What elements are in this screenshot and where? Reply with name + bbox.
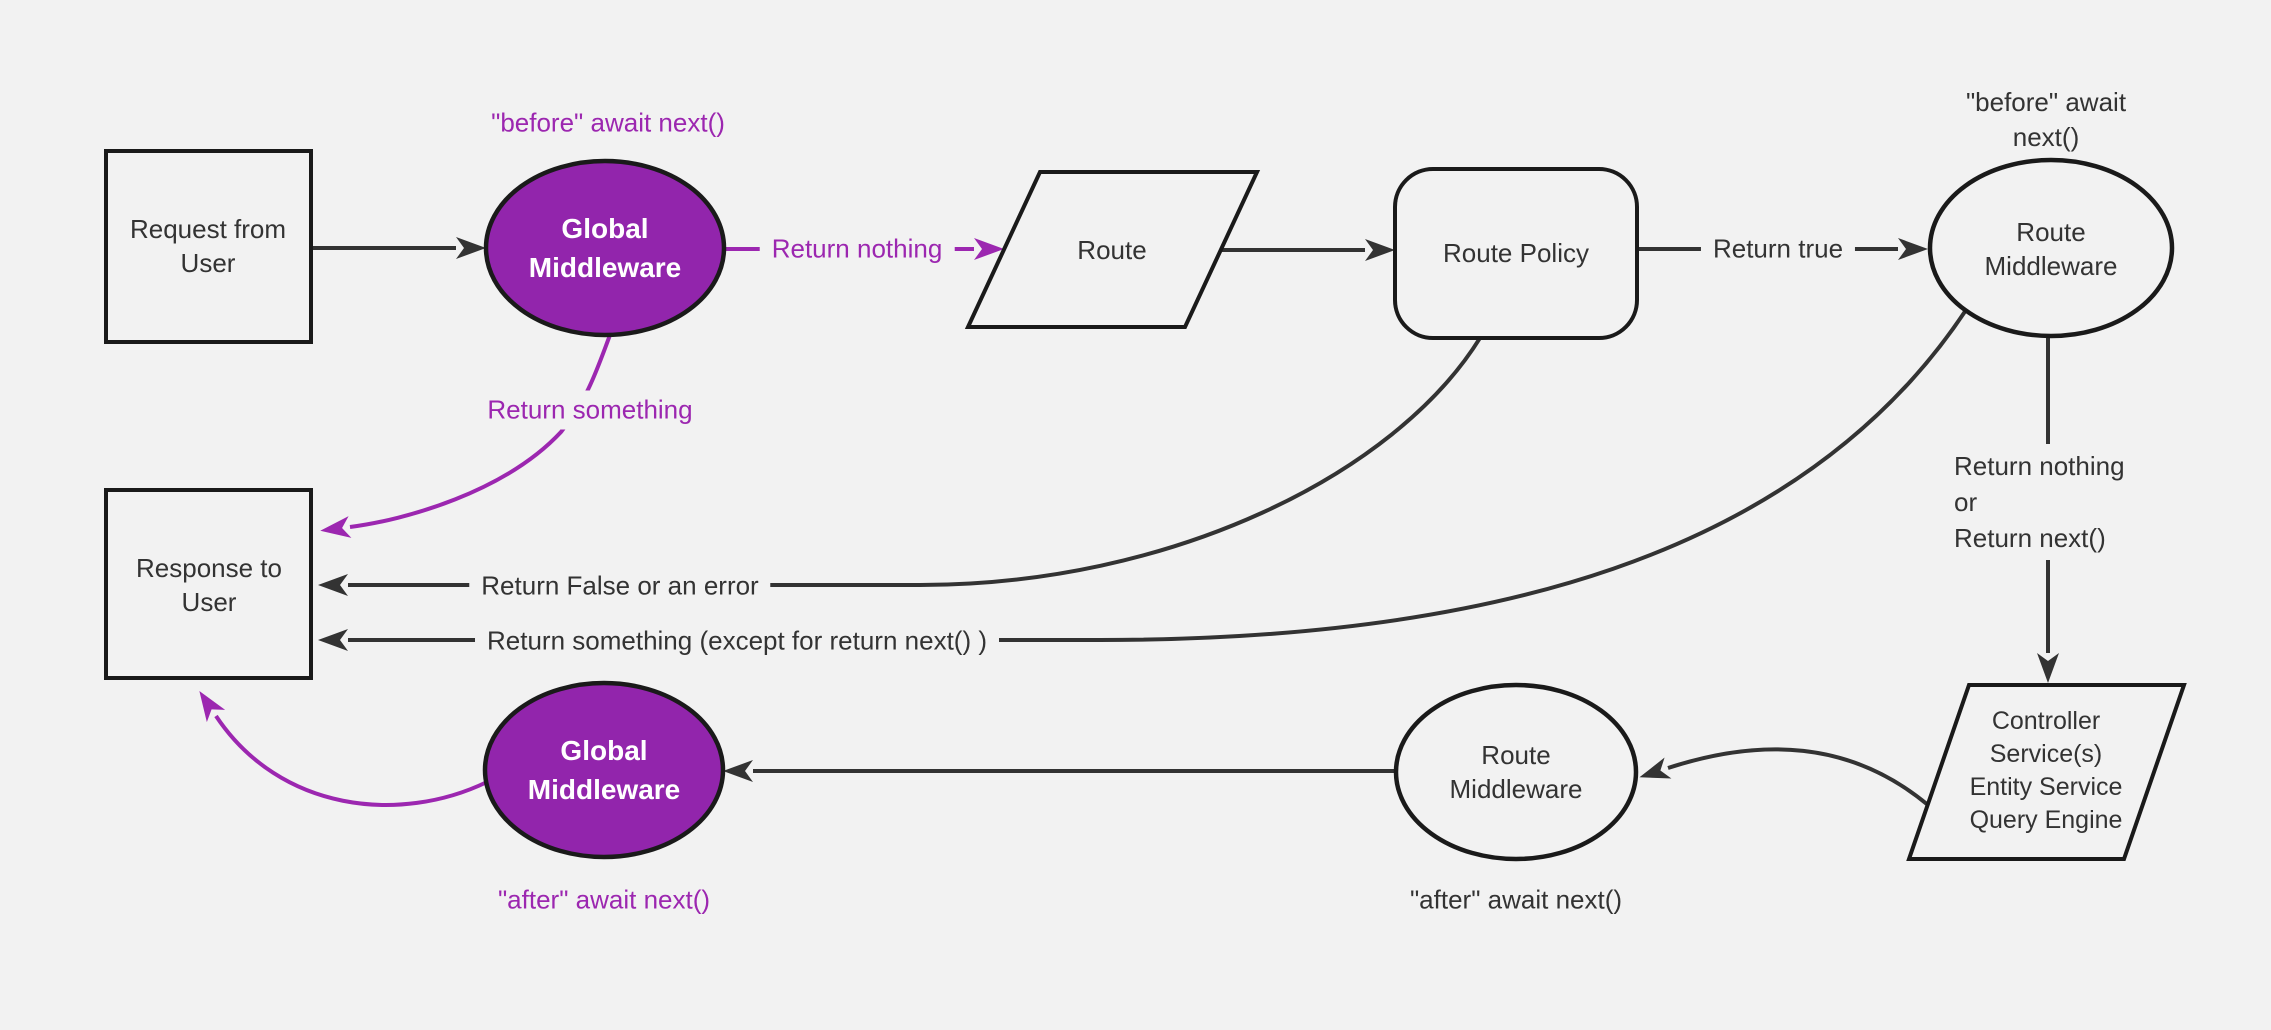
edge-label-before-await-next-left: "before" await next() [491,107,725,138]
node-route-label: Route [1077,235,1147,265]
node-route [964,170,1261,329]
edge-label-before-await-next-right: "before" await next() [1965,87,2127,152]
node-controller-label: Controller Service(s) Entity Service Que… [1969,707,2123,834]
node-global-middleware-bottom-label: Global Middleware [527,735,681,805]
edge-label-return-nothing-or-next: Return nothing or Return next() [1950,444,2141,560]
node-controller [1906,683,2187,861]
edge-label-return-false-or-error: Return False or an error [469,566,771,606]
node-request-label: Request from User [129,214,287,278]
edge-label-return-something-except: Return something (except for return next… [475,621,999,661]
node-global-middleware-top-label: Global Middleware [528,213,682,283]
edge-route-middleware-top-to-response [318,308,1968,651]
node-global-middleware-bottom [482,680,726,860]
edge-controller-to-route-middleware-bottom [1639,747,1930,807]
node-route-middleware-bottom [1393,682,1639,862]
edge-global-middleware-bottom-to-response [199,691,488,807]
node-route-middleware-top-label: Route Middleware [1984,217,2118,281]
node-route-policy [1393,167,1639,340]
node-request [104,149,313,344]
edge-label-return-something: Return something [475,390,705,430]
node-route-middleware-top [1927,157,2175,339]
node-response [104,488,313,680]
edge-label-after-await-next-mid: "after" await next() [1409,884,1623,915]
node-route-middleware-bottom-label: Route Middleware [1449,740,1583,804]
edge-global-middleware-top-to-response [320,334,612,538]
edge-label-return-nothing: Return nothing [759,229,955,269]
node-response-label: Response to User [136,553,282,617]
edge-route-policy-to-response [318,336,1482,596]
node-route-policy-label: Route Policy [1443,238,1589,268]
edge-label-return-true: Return true [1700,229,1856,269]
edge-label-after-await-next-left: "after" await next() [497,884,711,915]
node-global-middleware-top [483,158,727,338]
